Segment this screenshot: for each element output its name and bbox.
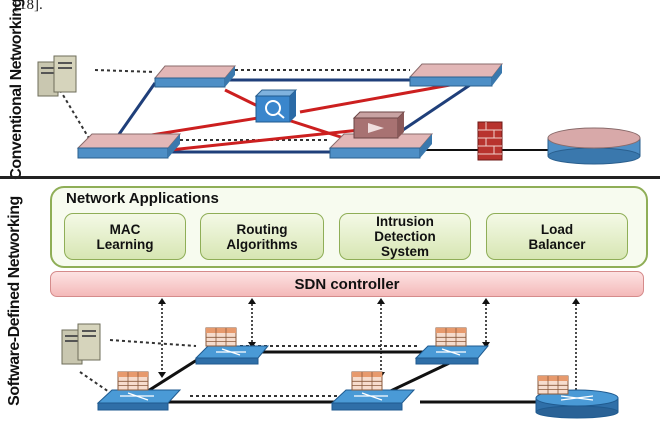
server-icon — [61, 323, 101, 365]
switch-icon — [194, 345, 270, 365]
software-defined-networking-label: Software-Defined Networking — [6, 196, 23, 406]
flow-table-icon — [117, 371, 149, 391]
app-routing-algorithms: Routing Algorithms — [200, 213, 324, 260]
switch-icon — [330, 389, 416, 411]
switch-icon — [414, 345, 490, 365]
flow-table-icon — [351, 371, 383, 391]
flow-table-icon — [537, 375, 569, 395]
link — [113, 82, 157, 141]
conventional-networking-label: Conventional Networking — [8, 0, 25, 180]
network-applications-title: Network Applications — [66, 190, 219, 207]
app-intrusion-detection-system: Intrusion Detection System — [339, 213, 471, 260]
firewall-icon — [477, 121, 503, 161]
link — [94, 69, 156, 73]
red-link — [169, 128, 361, 152]
switch-icon — [153, 65, 237, 88]
switch-icon — [408, 63, 504, 87]
red-link — [299, 83, 451, 114]
figure-caption: [18]. — [14, 0, 43, 13]
section-divider — [0, 176, 660, 179]
flow-table-icon — [205, 327, 237, 347]
flow-table-icon — [435, 327, 467, 347]
flow-tables — [117, 327, 569, 395]
app-load-balancer: Load Balancer — [486, 213, 628, 260]
sdn-control-links — [161, 300, 577, 395]
router-icon — [547, 127, 641, 165]
server-icon — [37, 55, 77, 97]
switch-icon — [76, 133, 182, 159]
link — [59, 89, 91, 141]
sdn-controller-bar: SDN controller — [50, 271, 644, 297]
app-mac-learning: MAC Learning — [64, 213, 186, 260]
red-link — [287, 118, 351, 142]
load-balancer-appliance-icon — [254, 89, 298, 123]
ids-appliance-icon — [352, 111, 406, 139]
switch-icon — [96, 389, 182, 411]
